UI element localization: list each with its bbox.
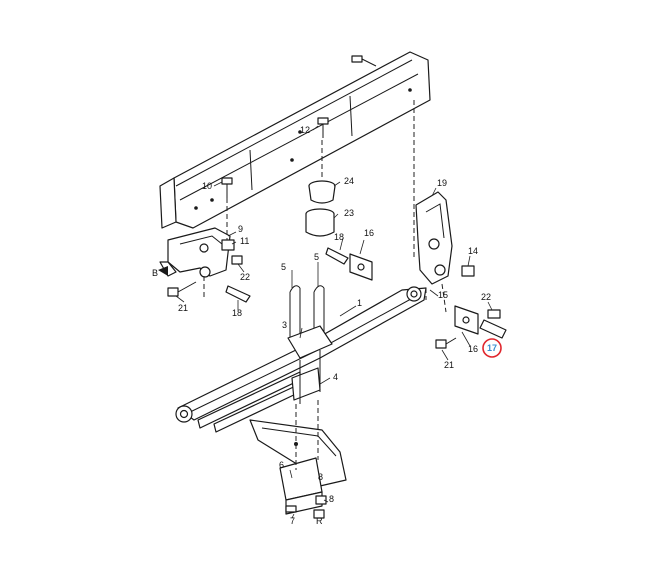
callout-23: 23 bbox=[344, 208, 354, 218]
callout-6: 6 bbox=[279, 460, 284, 470]
callout-17: 17 bbox=[487, 343, 497, 353]
callout-16-bottom: 16 bbox=[468, 344, 478, 354]
callout-22-right: 22 bbox=[481, 292, 491, 302]
callout-11: 11 bbox=[240, 236, 249, 246]
callout-14: 14 bbox=[468, 246, 478, 256]
callout-4: 4 bbox=[333, 372, 338, 382]
callout-21-right: 21 bbox=[444, 360, 454, 370]
leaf-spring bbox=[175, 286, 427, 433]
assembly-lines bbox=[203, 100, 447, 470]
axle-seat bbox=[249, 419, 347, 515]
callout-18-left: 18 bbox=[232, 308, 242, 318]
callout-5-left: 5 bbox=[281, 262, 286, 272]
leader-lines bbox=[175, 125, 493, 519]
rear-hanger-bracket bbox=[415, 191, 453, 285]
callout-10: 10 bbox=[202, 181, 212, 191]
shackle-plates bbox=[349, 253, 479, 335]
callout-19: 19 bbox=[437, 178, 447, 188]
callout-16-top: 16 bbox=[364, 228, 374, 238]
callout-15: 15 bbox=[438, 290, 448, 300]
callout-22-left: 22 bbox=[240, 272, 250, 282]
callout-7: 7 bbox=[290, 516, 295, 526]
callout-5-right: 5 bbox=[314, 252, 319, 262]
callout-18-top: 18 bbox=[334, 232, 344, 242]
fasteners bbox=[167, 55, 507, 519]
callout-r: R bbox=[316, 516, 323, 526]
callout-8-bottom: 8 bbox=[318, 472, 323, 482]
highlight-circle[interactable] bbox=[482, 338, 502, 358]
highlighted-callout-17[interactable]: 17 bbox=[482, 338, 502, 358]
callout-21-left: 21 bbox=[178, 303, 188, 313]
spring-seat bbox=[287, 325, 333, 404]
view-arrow-b bbox=[158, 266, 168, 276]
callout-1: 1 bbox=[357, 298, 362, 308]
frame-rail bbox=[159, 51, 431, 229]
rubber-bumper bbox=[305, 140, 336, 237]
callout-8-top: 8 bbox=[329, 494, 334, 504]
callout-3: 3 bbox=[282, 320, 287, 330]
callout-labels: 1 3 4 5 5 6 7 8 8 9 10 11 12 14 15 16 16… bbox=[152, 125, 491, 526]
front-hanger-bracket bbox=[159, 227, 231, 278]
callout-12: 12 bbox=[300, 125, 310, 135]
callout-24: 24 bbox=[344, 176, 354, 186]
callout-9: 9 bbox=[238, 224, 243, 234]
callout-b: B bbox=[152, 268, 158, 278]
